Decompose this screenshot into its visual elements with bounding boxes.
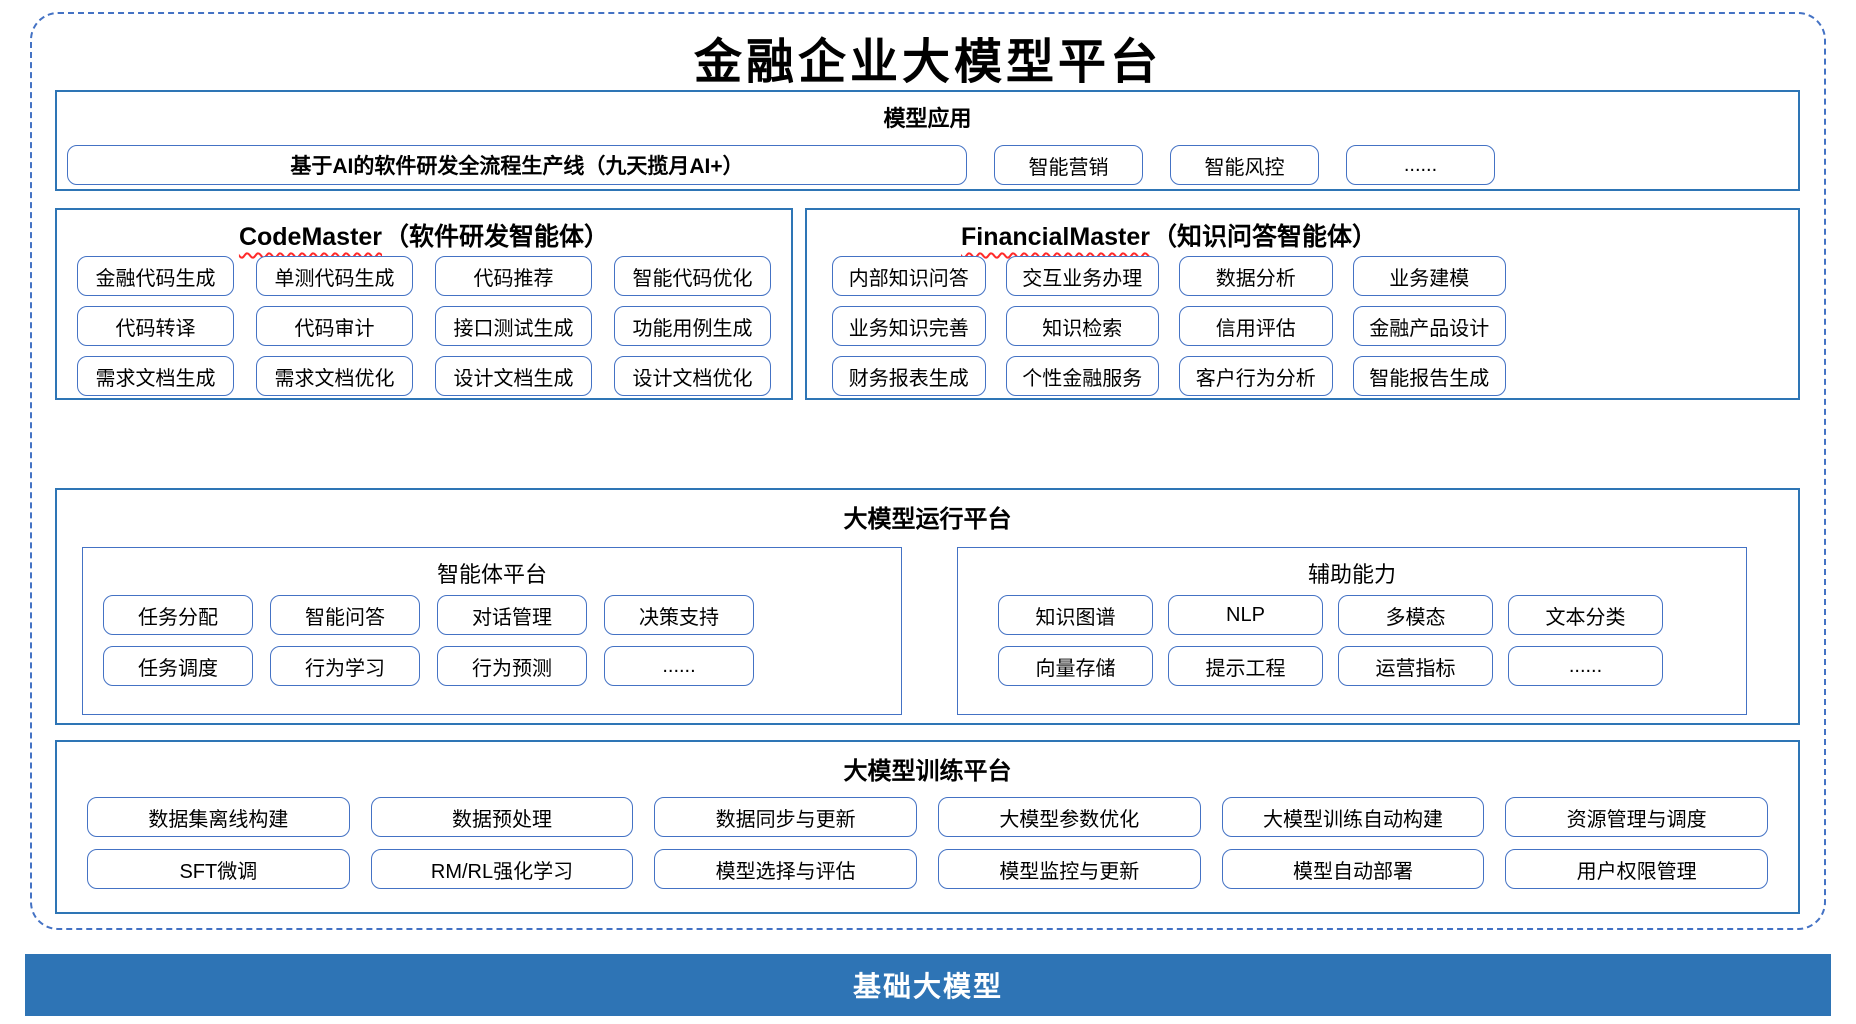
financialmaster-capability-chip: 个性金融服务 [1005,356,1159,396]
agent-platform-header: 智能体平台 [436,562,547,587]
aux-capability-header: 辅助能力 [1307,562,1396,587]
application-chip: 智能风控 [1170,145,1319,185]
codemaster-capability-chip: 智能代码优化 [614,256,771,296]
aux-capability-grid: 知识图谱 NLP 多模态文本分类向量存储提示工程运营指标...... [958,595,1746,686]
codemaster-capability-chip: 代码转译 [77,306,234,346]
subsection-aux-capability: 辅助能力 知识图谱 NLP 多模态文本分类向量存储提示工程运营指标...... [957,547,1747,715]
ai-pipeline-chip: 基于AI的软件研发全流程生产线（九天揽月AI+） [67,145,967,185]
financialmaster-capability-chip: 金融产品设计 [1352,306,1506,346]
aux-capability-chip: 向量存储 [998,646,1153,686]
base-model-bar: 基础大模型 [25,954,1831,1016]
agent-platform-grid: 任务分配智能问答对话管理决策支持任务调度行为学习行为预测...... [83,595,901,686]
financialmaster-title: FinancialMaster（知识问答智能体） [819,210,1519,254]
aux-capability-chip: ...... [1508,646,1663,686]
training-capability-chip: RM/RL强化学习 [370,849,634,889]
agent-platform-chip: 任务分配 [103,595,253,635]
aux-capability-chip: 多模态 [1338,595,1493,635]
training-capability-chip: 大模型训练自动构建 [1221,797,1485,837]
financialmaster-content: FinancialMaster（知识问答智能体） 内部知识问答交互业务办理数据分… [819,210,1519,396]
financialmaster-title-zh: （知识问答智能体） [1151,223,1377,251]
model-applications-row: 基于AI的软件研发全流程生产线（九天揽月AI+） 智能营销智能风控...... [57,145,1798,185]
financialmaster-capability-chip: 交互业务办理 [1005,256,1159,296]
financialmaster-capability-chip: 知识检索 [1005,306,1159,346]
agent-platform-chip: ...... [604,646,754,686]
training-capability-chip: 用户权限管理 [1505,849,1768,889]
aux-capability-chip: 运营指标 [1338,646,1493,686]
financialmaster-capability-chip: 信用评估 [1179,306,1333,346]
codemaster-title-zh: （软件研发智能体） [384,223,610,251]
section-model-applications: 模型应用 基于AI的软件研发全流程生产线（九天揽月AI+） 智能营销智能风控..… [55,90,1800,191]
agent-platform-chip: 行为学习 [270,646,420,686]
codemaster-capability-chip: 代码审计 [256,306,413,346]
codemaster-capability-chip: 单测代码生成 [256,256,413,296]
training-capability-chip: 模型监控与更新 [937,849,1201,889]
runtime-platform-header: 大模型运行平台 [843,506,1012,533]
section-training-platform: 大模型训练平台 数据集离线构建数据预处理数据同步与更新大模型参数优化大模型训练自… [55,740,1800,914]
training-platform-header: 大模型训练平台 [843,758,1012,785]
training-capability-chip: 大模型参数优化 [937,797,1201,837]
training-capability-chip: 数据预处理 [370,797,634,837]
agent-platform-chip: 行为预测 [437,646,587,686]
codemaster-capability-grid: 金融代码生成单测代码生成代码推荐智能代码优化代码转译代码审计接口测试生成功能用例… [57,256,791,396]
codemaster-capability-chip: 功能用例生成 [614,306,771,346]
codemaster-capability-chip: 接口测试生成 [435,306,592,346]
aux-capability-chip: NLP [1168,595,1323,635]
training-capability-chip: 数据集离线构建 [87,797,350,837]
page-title: 金融企业大模型平台 [693,36,1162,89]
outer-dashed-frame [30,12,1826,930]
section-codemaster: CodeMaster（软件研发智能体） 金融代码生成单测代码生成代码推荐智能代码… [55,208,793,400]
agent-platform-chip: 任务调度 [103,646,253,686]
training-capability-chip: 模型选择与评估 [654,849,917,889]
codemaster-capability-chip: 需求文档生成 [77,356,234,396]
financialmaster-title-en: FinancialMaster [961,223,1150,251]
training-capability-chip: 数据同步与更新 [654,797,917,837]
financialmaster-capability-chip: 客户行为分析 [1179,356,1333,396]
financialmaster-capability-grid: 内部知识问答交互业务办理数据分析业务建模业务知识完善知识检索信用评估金融产品设计… [819,256,1519,396]
agent-platform-chip: 决策支持 [604,595,754,635]
training-capability-chip: 模型自动部署 [1221,849,1485,889]
aux-capability-chip: 提示工程 [1168,646,1323,686]
training-platform-grid: 数据集离线构建数据预处理数据同步与更新大模型参数优化大模型训练自动构建资源管理与… [57,797,1798,889]
training-capability-chip: 资源管理与调度 [1505,797,1768,837]
financialmaster-capability-chip: 业务知识完善 [832,306,986,346]
codemaster-capability-chip: 代码推荐 [435,256,592,296]
financialmaster-capability-chip: 财务报表生成 [832,356,986,396]
training-capability-chip: SFT微调 [87,849,350,889]
financialmaster-capability-chip: 内部知识问答 [832,256,986,296]
base-model-label: 基础大模型 [852,971,1003,1002]
codemaster-capability-chip: 金融代码生成 [77,256,234,296]
application-chip: ...... [1346,145,1495,185]
codemaster-capability-chip: 设计文档生成 [435,356,592,396]
application-chip: 智能营销 [994,145,1143,185]
aux-capability-chip: 知识图谱 [998,595,1153,635]
codemaster-capability-chip: 需求文档优化 [256,356,413,396]
agent-platform-chip: 对话管理 [437,595,587,635]
section-financialmaster: FinancialMaster（知识问答智能体） 内部知识问答交互业务办理数据分… [805,208,1800,400]
financialmaster-capability-chip: 业务建模 [1352,256,1506,296]
codemaster-title-en: CodeMaster [238,223,383,251]
section-runtime-platform: 大模型运行平台 智能体平台 任务分配智能问答对话管理决策支持任务调度行为学习行为… [55,488,1800,725]
codemaster-title: CodeMaster（软件研发智能体） [57,210,791,254]
codemaster-capability-chip: 设计文档优化 [614,356,771,396]
model-applications-header: 模型应用 [883,106,972,131]
aux-capability-chip: 文本分类 [1508,595,1663,635]
financialmaster-capability-chip: 智能报告生成 [1352,356,1506,396]
agent-platform-chip: 智能问答 [270,595,420,635]
subsection-agent-platform: 智能体平台 任务分配智能问答对话管理决策支持任务调度行为学习行为预测...... [82,547,902,715]
financialmaster-capability-chip: 数据分析 [1179,256,1333,296]
